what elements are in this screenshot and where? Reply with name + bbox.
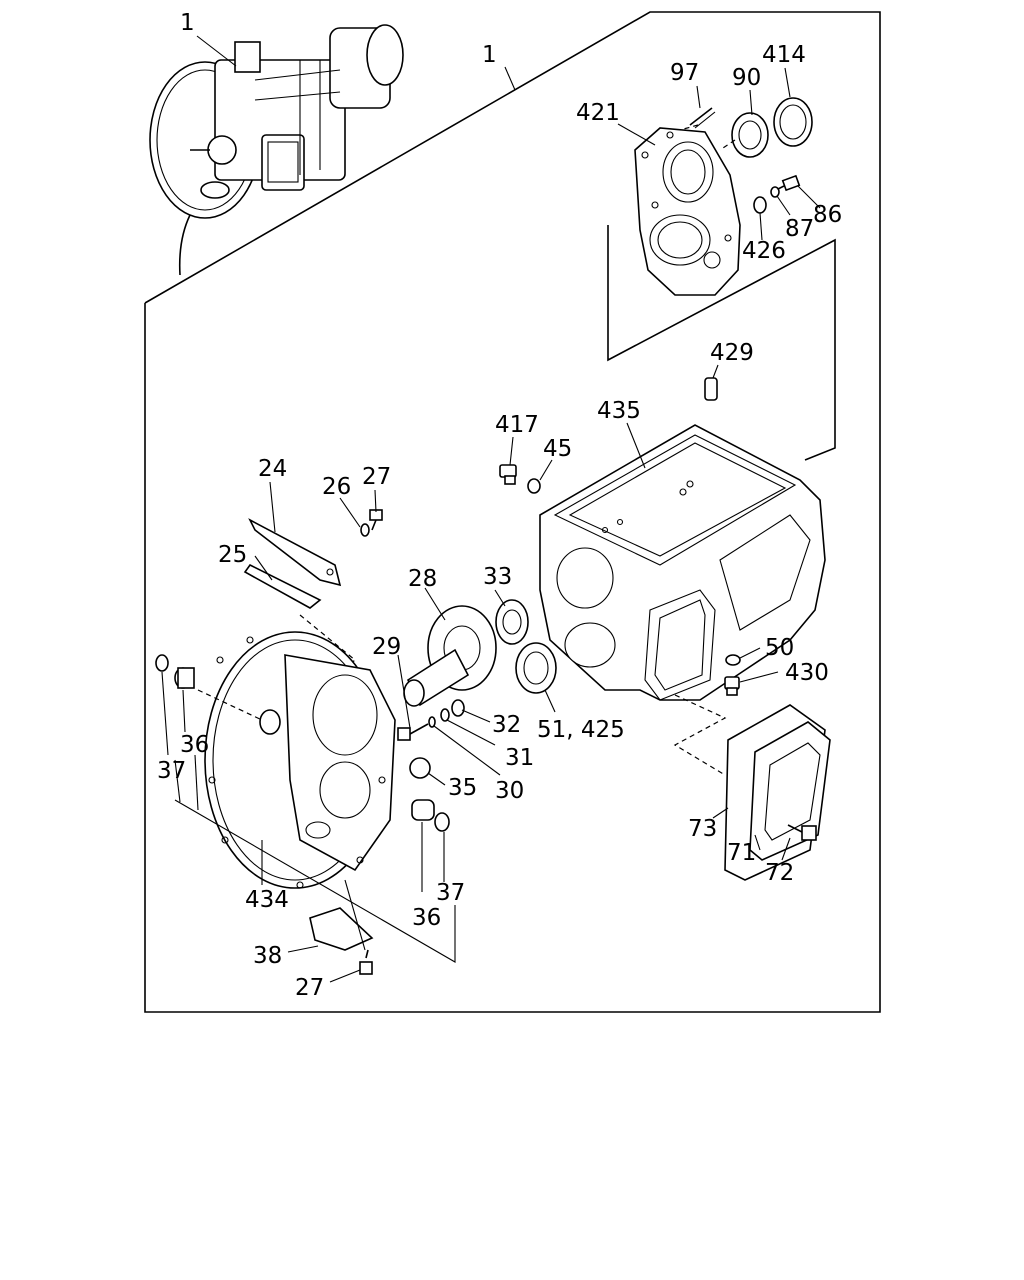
bolt-27-bottom-drawing [359,949,373,975]
stud-97-drawing [689,107,716,129]
washer-30-drawing [428,716,436,728]
callout-36-left: 36 [180,732,209,758]
callout-429: 429 [710,340,754,366]
callout-35: 35 [448,775,477,801]
dowel-36-left-drawing [174,667,195,689]
bolt-29-drawing [397,723,429,741]
callout-26: 26 [322,474,351,500]
washer-426-drawing [753,196,767,214]
clutch-housing-drawing [197,631,396,889]
pto-leader-lines [673,694,727,776]
bearing-retainer-28-drawing [403,605,497,707]
callout-37-right: 37 [436,880,465,906]
washer-87-drawing [770,186,780,198]
washer-31-drawing [440,708,450,722]
callout-421: 421 [576,100,620,126]
plug-417-drawing [499,464,517,485]
callout-labels: 1 1 97 90 414 421 86 87 426 429 417 45 4… [157,10,842,1001]
callout-97: 97 [670,60,699,86]
seal-37-right-drawing [434,812,450,832]
bushing-35-drawing [409,757,431,779]
callout-37-left: 37 [157,758,186,784]
callout-71: 71 [727,840,756,866]
dowel-36-right-drawing [411,799,435,821]
callout-27-upper: 27 [362,464,391,490]
callout-28: 28 [408,566,437,592]
washer-45-drawing [527,478,541,494]
diagram-frame [144,11,881,1013]
callout-414: 414 [762,42,806,68]
callout-38: 38 [253,943,282,969]
callout-36-right: 36 [412,905,441,931]
callout-51-425: 51, 425 [537,717,625,743]
ring-414-drawing [773,97,813,147]
callout-31: 31 [505,745,534,771]
callout-45: 45 [543,436,572,462]
assembly-leader-lines-upper [607,124,836,461]
callout-1-assembly: 1 [180,10,195,36]
plug-430-drawing [724,676,740,696]
bolt-72-drawing [787,824,817,841]
callout-27-lower: 27 [295,975,324,1001]
oil-seal-90-drawing [731,112,769,158]
callout-435: 435 [597,398,641,424]
callout-426: 426 [742,238,786,264]
bearing-33-drawing [495,599,529,645]
cover-38-drawing [309,907,374,951]
callout-29: 29 [372,634,401,660]
callout-72: 72 [765,860,794,886]
callout-25: 25 [218,542,247,568]
washer-26-drawing [360,523,370,537]
transmission-case-drawing [539,424,826,701]
gasket-25-drawing [243,563,322,609]
rear-cover-drawing [634,127,741,296]
callout-24: 24 [258,456,287,482]
callout-1-frame: 1 [482,42,497,68]
callout-leader-lines [161,35,821,983]
dowel-pin-429-drawing [704,377,718,401]
callout-33: 33 [483,564,512,590]
callout-32: 32 [492,712,521,738]
cover-24-drawing [248,518,342,587]
callout-90: 90 [732,65,761,91]
callout-86: 86 [813,202,842,228]
callout-30: 30 [495,778,524,804]
callout-417: 417 [495,412,539,438]
cap-51-425-drawing [515,642,557,694]
callout-434: 434 [245,887,289,913]
bolt-27-top-drawing [369,509,383,531]
washer-32-drawing [451,699,465,717]
o-ring-50-drawing [725,654,741,666]
callout-50: 50 [765,635,794,661]
callout-73: 73 [688,816,717,842]
callout-87: 87 [785,216,814,242]
transmission-assembly-drawing [149,24,404,276]
seal-37-left-drawing [155,654,169,672]
callout-430: 430 [785,660,829,686]
